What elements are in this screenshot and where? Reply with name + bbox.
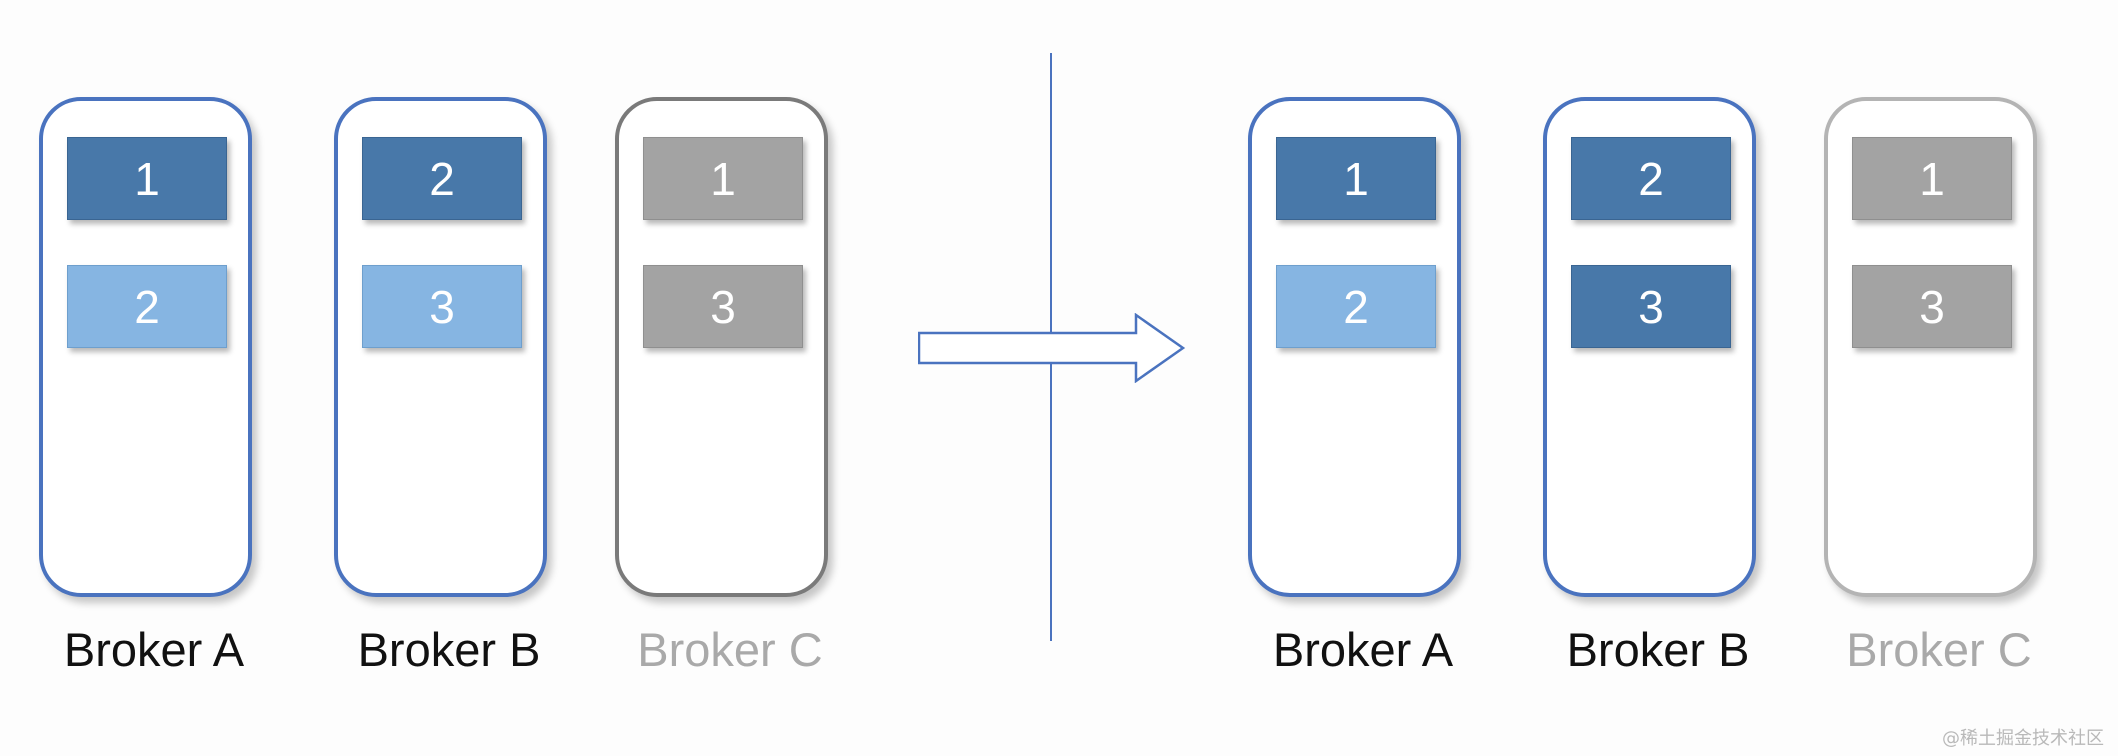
broker-c-before-label: Broker C — [637, 623, 823, 676]
partition-follower: 3 — [362, 265, 522, 348]
partition-offline: 1 — [643, 137, 803, 220]
broker-a-before: 1 2 — [39, 97, 252, 597]
broker-c-before: 1 3 — [615, 97, 828, 597]
broker-c-after: 1 3 — [1824, 97, 2037, 597]
broker-b-after-label: Broker B — [1566, 623, 1750, 676]
broker-b-before: 2 3 — [334, 97, 547, 597]
broker-a-before-label: Broker A — [63, 623, 245, 676]
partition-offline: 3 — [1852, 265, 2012, 348]
partition-leader-promoted: 3 — [1571, 265, 1731, 348]
partition-offline: 3 — [643, 265, 803, 348]
partition-leader: 2 — [1571, 137, 1731, 220]
partition-offline: 1 — [1852, 137, 2012, 220]
broker-a-after-label: Broker A — [1272, 623, 1454, 676]
broker-b-before-label: Broker B — [357, 623, 541, 676]
right-arrow-icon — [918, 313, 1186, 383]
partition-leader: 2 — [362, 137, 522, 220]
partition-leader: 1 — [67, 137, 227, 220]
watermark: @稀土掘金技术社区 — [1942, 728, 2104, 749]
partition-follower: 2 — [67, 265, 227, 348]
broker-b-after: 2 3 — [1543, 97, 1756, 597]
broker-a-after: 1 2 — [1248, 97, 1461, 597]
partition-follower: 2 — [1276, 265, 1436, 348]
partition-leader: 1 — [1276, 137, 1436, 220]
broker-c-after-label: Broker C — [1846, 623, 2032, 676]
